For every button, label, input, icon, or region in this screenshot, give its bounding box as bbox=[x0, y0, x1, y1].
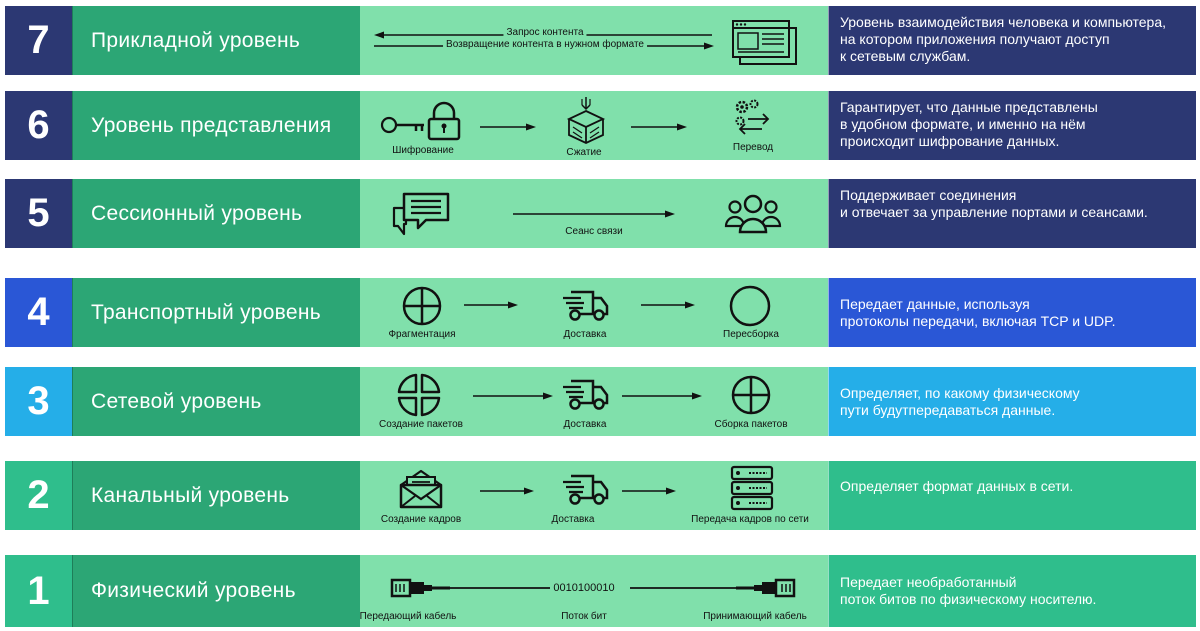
layer-number: 4 bbox=[5, 278, 72, 347]
right-arrow bbox=[631, 123, 687, 131]
description-line: Определяет формат данных в сети. bbox=[840, 478, 1074, 494]
layer-4-row: 4 Транспортный уровень Фрагментация Дост… bbox=[5, 278, 1196, 347]
layer-name: Канальный уровень bbox=[72, 461, 360, 530]
layer-flow: Передающий кабель 0010100010 Поток бит П… bbox=[360, 555, 828, 627]
layer-description: Гарантирует, что данные представлены в у… bbox=[828, 91, 1196, 160]
description-line: и отвечает за управление портами и сеанс… bbox=[840, 204, 1148, 220]
layer-7-row: 7 Прикладной уровень Запрос контента Воз… bbox=[5, 6, 1196, 75]
flow-label: Принимающий кабель bbox=[703, 611, 807, 622]
compress-box-icon bbox=[566, 97, 606, 144]
right-arrow bbox=[480, 123, 536, 131]
layer-number: 5 bbox=[5, 179, 72, 248]
layer-description: Определяет, по какому физическому пути б… bbox=[828, 367, 1196, 436]
layer-number: 6 bbox=[5, 91, 72, 160]
group-users-icon bbox=[724, 194, 782, 234]
layer-number: 3 bbox=[5, 367, 72, 436]
description-line: Определяет, по какому физическому bbox=[840, 385, 1080, 401]
right-arrow bbox=[641, 301, 695, 309]
ethernet-plug-icon bbox=[736, 578, 796, 598]
flow-label: Запрос контента bbox=[503, 27, 587, 38]
description-line: в удобном формате, и именно на нём bbox=[840, 116, 1086, 132]
flow-label: Доставка bbox=[563, 419, 607, 430]
description-line: на котором приложения получают доступ bbox=[840, 31, 1110, 47]
layer-description: Уровень взаимодействия человека и компью… bbox=[828, 6, 1196, 75]
description-line: Передает необработанный bbox=[840, 574, 1017, 590]
line-connector bbox=[450, 587, 550, 589]
server-rack-icon bbox=[730, 465, 774, 511]
description-line: Поддерживает соединения bbox=[840, 187, 1017, 203]
layer-description: Поддерживает соединения и отвечает за уп… bbox=[828, 179, 1196, 248]
flow-label: Создание пакетов bbox=[379, 419, 463, 430]
flow-label: Создание кадров bbox=[380, 514, 462, 525]
key-lock-icon bbox=[380, 101, 461, 141]
delivery-truck-icon bbox=[563, 290, 609, 321]
gears-arrows-icon bbox=[735, 99, 770, 135]
flow-label: Сеанс связи bbox=[565, 226, 623, 237]
split-circle-icon bbox=[397, 373, 441, 417]
chat-bubbles-icon bbox=[392, 192, 450, 236]
ethernet-plug-icon bbox=[390, 578, 450, 598]
layer-flow: Создание кадров Доставка bbox=[360, 461, 828, 530]
bit-stream-label: 0010100010 bbox=[553, 582, 615, 594]
flow-label: Сборка пакетов bbox=[714, 419, 788, 430]
description-line: Передает данные, используя bbox=[840, 296, 1030, 312]
description-line: Гарантирует, что данные представлены bbox=[840, 99, 1098, 115]
layer-description: Передает необработанный поток битов по ф… bbox=[828, 555, 1196, 627]
layer-number: 7 bbox=[5, 6, 72, 75]
description-line: происходит шифрование данных. bbox=[840, 133, 1060, 149]
layer-2-row: 2 Канальный уровень Создание кадров bbox=[5, 461, 1196, 530]
flow-label: Шифрование bbox=[392, 145, 454, 156]
layer-description: Определяет формат данных в сети. bbox=[828, 461, 1196, 530]
layer-flow: Сеанс связи bbox=[360, 179, 828, 248]
flow-label: Доставка bbox=[563, 329, 607, 340]
right-arrow bbox=[622, 487, 676, 495]
flow-label: Передача кадров по сети bbox=[691, 514, 809, 525]
description-line: поток битов по физическому носителю. bbox=[840, 591, 1097, 607]
right-arrow bbox=[464, 301, 518, 309]
envelope-icon bbox=[399, 469, 443, 509]
crosshair-circle-icon bbox=[402, 286, 442, 326]
flow-label: Фрагментация bbox=[388, 329, 456, 340]
description-line: протоколы передачи, включая TCP и UDP. bbox=[840, 313, 1116, 329]
layer-flow: Фрагментация Доставка Пересборка bbox=[360, 278, 828, 347]
layer-number: 1 bbox=[5, 555, 72, 627]
layer-3-row: 3 Сетевой уровень Создание пакетов Доста… bbox=[5, 367, 1196, 436]
flow-label: Передающий кабель bbox=[359, 611, 457, 622]
layer-name: Уровень представления bbox=[72, 91, 360, 160]
description-line: к сетевым службам. bbox=[840, 48, 971, 64]
layer-name: Сессионный уровень bbox=[72, 179, 360, 248]
browser-window-icon bbox=[732, 20, 797, 65]
layer-1-row: 1 Физический уровень Передающий кабель 0… bbox=[5, 555, 1196, 627]
layer-5-row: 5 Сессионный уровень Сеанс связи Поддерж… bbox=[5, 179, 1196, 248]
layer-flow: Создание пакетов Доставка Сборка пакетов bbox=[360, 367, 828, 436]
flow-label: Доставка bbox=[551, 514, 595, 525]
empty-circle-icon bbox=[729, 285, 771, 327]
layer-name: Транспортный уровень bbox=[72, 278, 360, 347]
right-arrow bbox=[473, 392, 553, 400]
flow-label: Сжатие bbox=[566, 147, 602, 158]
layer-description: Передает данные, используя протоколы пер… bbox=[828, 278, 1196, 347]
description-line: Уровень взаимодействия человека и компью… bbox=[840, 14, 1167, 30]
line-connector bbox=[630, 587, 736, 589]
flow-label: Возвращение контента в нужном формате bbox=[443, 39, 647, 50]
layer-name: Прикладной уровень bbox=[72, 6, 360, 75]
crosshair-circle-icon bbox=[731, 375, 771, 415]
layer-name: Сетевой уровень bbox=[72, 367, 360, 436]
right-arrow bbox=[513, 210, 675, 218]
layer-name: Физический уровень bbox=[72, 555, 360, 627]
flow-label: Перевод bbox=[732, 142, 774, 153]
flow-label: Поток бит bbox=[561, 611, 607, 622]
right-arrow bbox=[480, 487, 534, 495]
delivery-truck-icon bbox=[563, 474, 609, 505]
right-arrow bbox=[622, 392, 702, 400]
layer-6-row: 6 Уровень представления Шифрование bbox=[5, 91, 1196, 160]
description-line: пути будутпередаваться данные. bbox=[840, 402, 1056, 418]
layer-number: 2 bbox=[5, 461, 72, 530]
delivery-truck-icon bbox=[563, 379, 609, 410]
layer-flow: Шифрование Сжатие bbox=[360, 91, 828, 160]
flow-label: Пересборка bbox=[723, 329, 779, 340]
layer-flow: Запрос контента Возвращение контента в н… bbox=[360, 6, 828, 75]
